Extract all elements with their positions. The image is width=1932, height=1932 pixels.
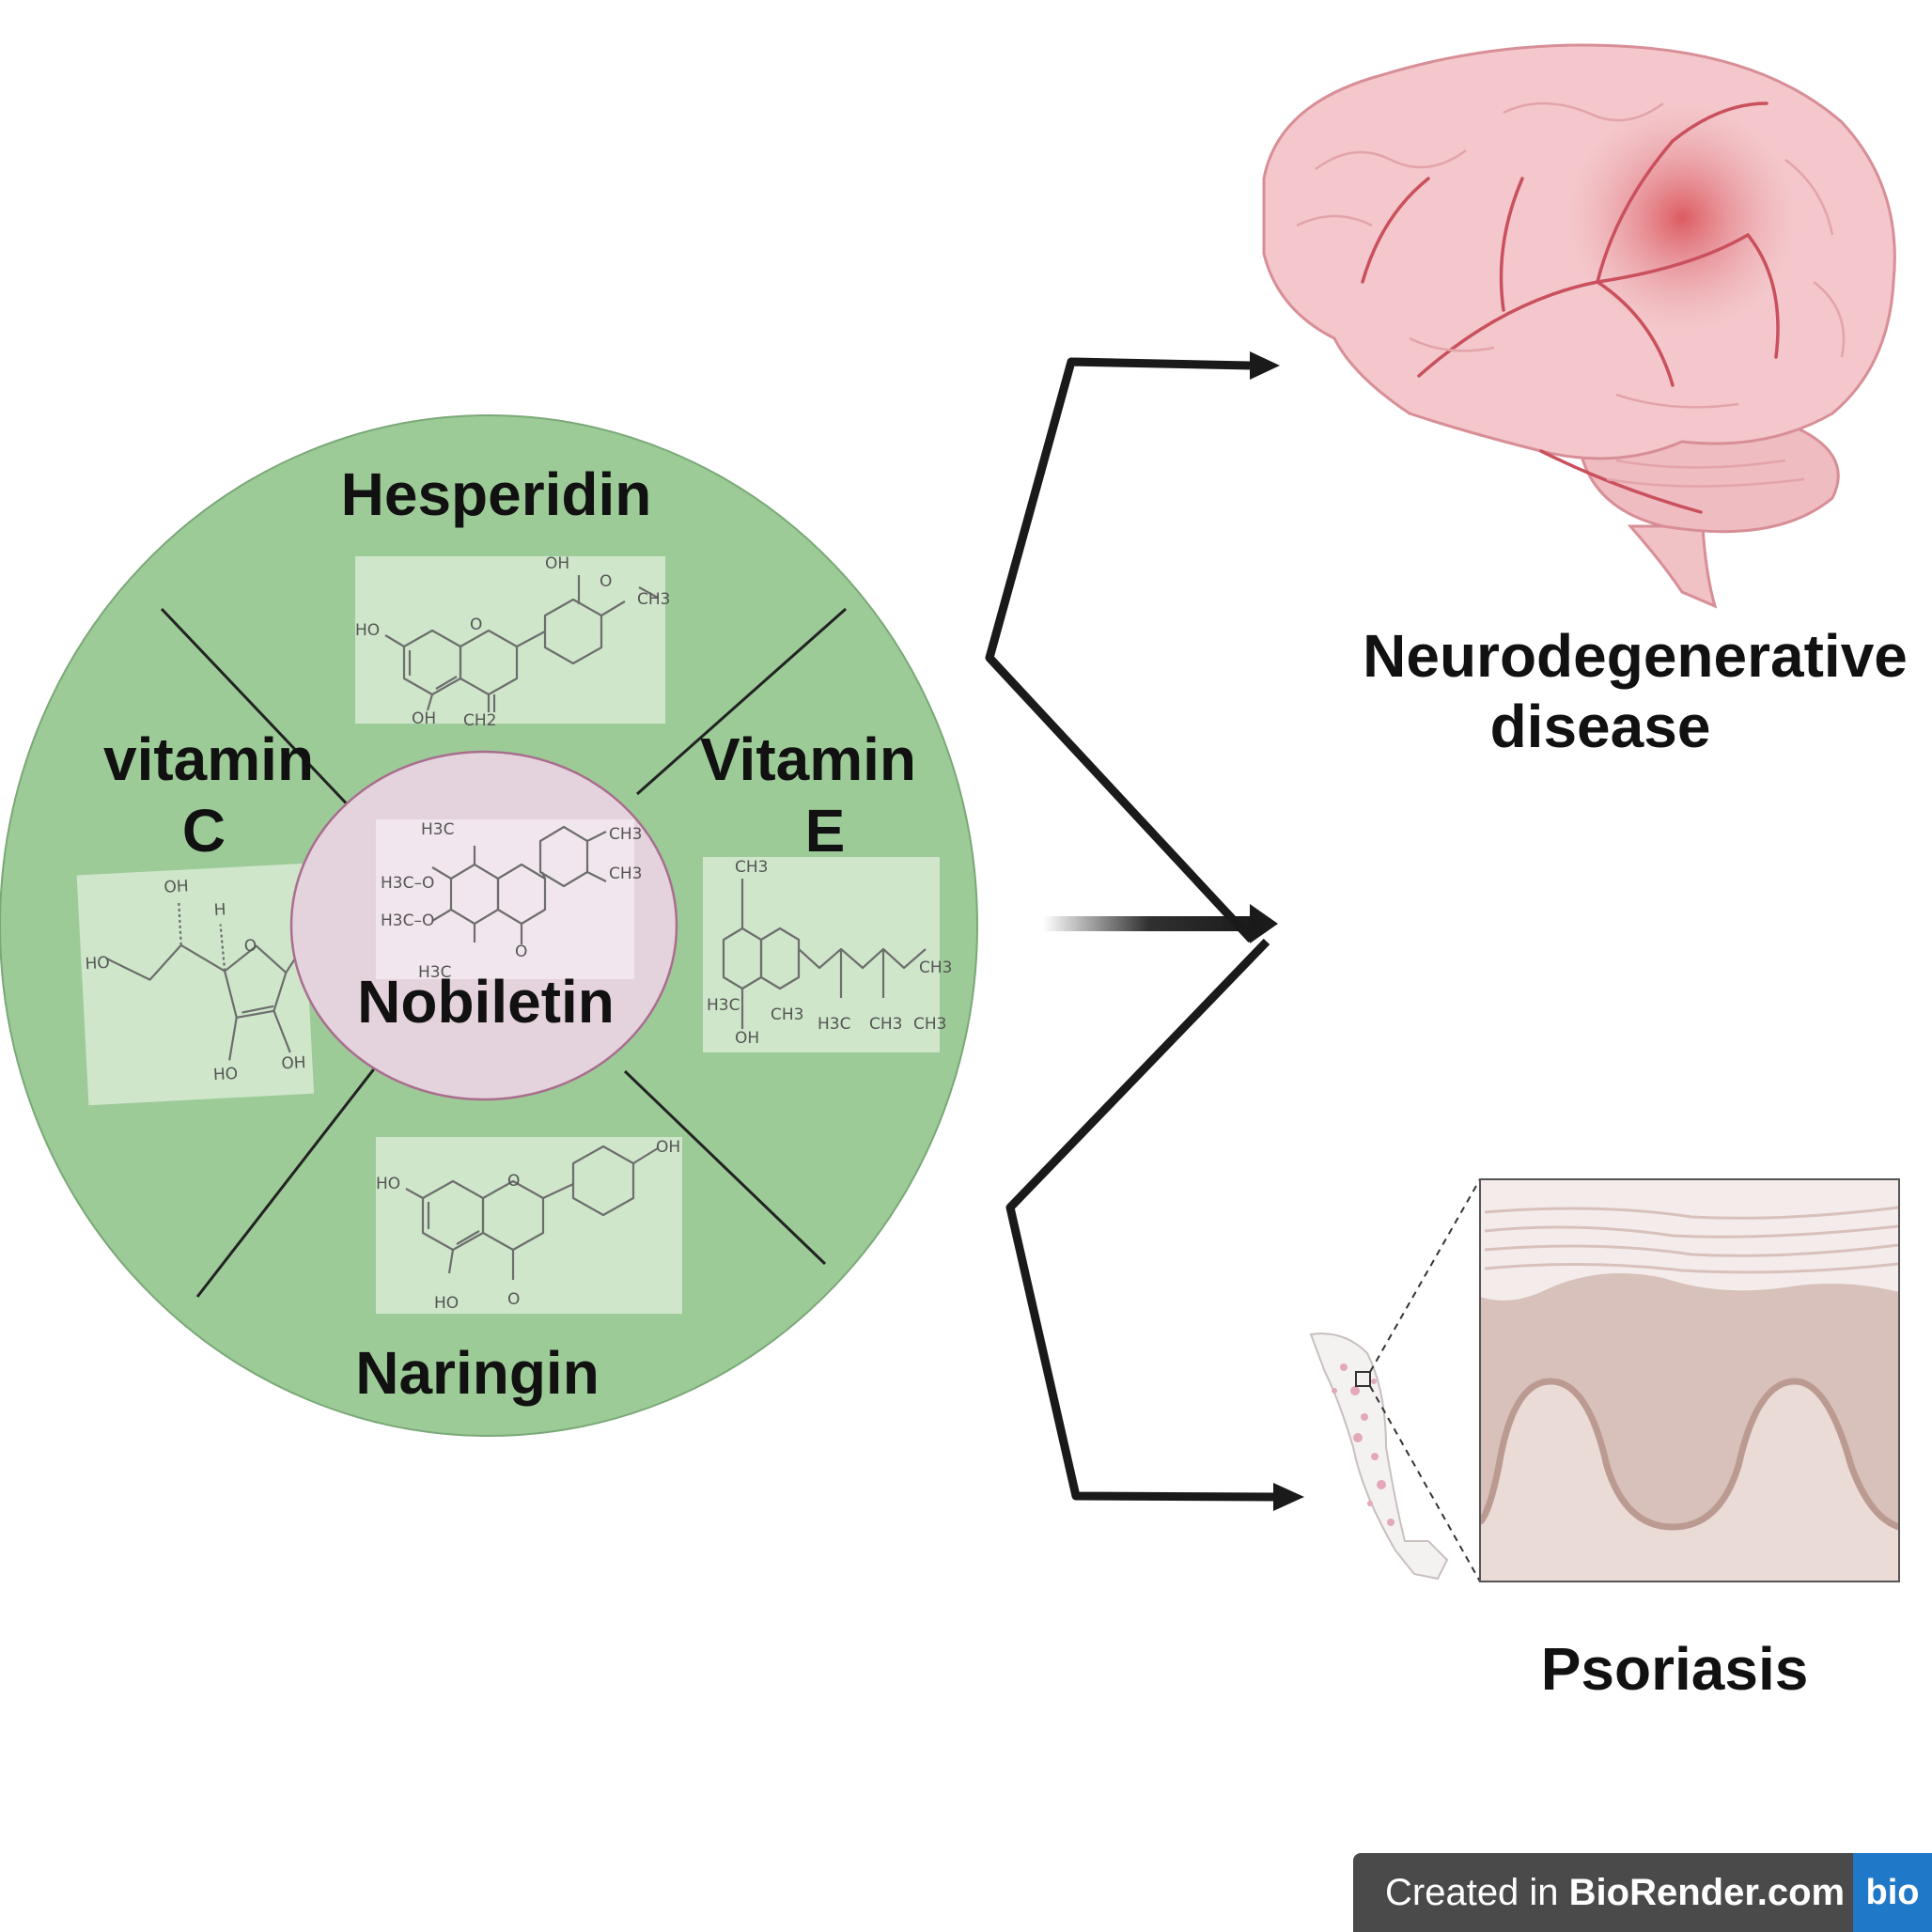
vite-h3c: H3C: [707, 996, 740, 1015]
vite-ch3-c: CH3: [913, 1015, 946, 1034]
arrow-to-neuro: [985, 357, 1255, 943]
naringin-o-keto: O: [507, 1290, 520, 1309]
skin-frame: [1479, 1178, 1900, 1582]
hesperidin-o-methoxy: O: [600, 572, 612, 591]
naringin-oh-right: OH: [656, 1138, 680, 1157]
biorender-watermark: Created in BioRender.com bio: [1353, 1853, 1932, 1932]
hesperidin-o-ring: O: [470, 615, 482, 634]
nob-o-keto: O: [515, 943, 527, 961]
watermark-text: Created in BioRender.com: [1353, 1872, 1845, 1914]
label-nobiletin: Nobiletin: [357, 968, 615, 1036]
label-neuro-line2: disease: [1490, 693, 1711, 760]
arm-lesions: [1332, 1363, 1394, 1526]
vitc-ho-left: HO: [85, 954, 110, 974]
brainstem: [1627, 524, 1718, 609]
zoom-line-top: [1369, 1178, 1481, 1373]
nob-h3c-o-1: H3C–O: [381, 874, 434, 893]
compound-wheel: HO OH OH O O CH3 CH2 HO OH H O O HO: [0, 414, 978, 1437]
arrow-head-psoriasis: [1273, 1483, 1304, 1511]
divider-upper-right: [636, 607, 847, 796]
label-hesperidin: Hesperidin: [341, 460, 652, 528]
label-naringin: Naringin: [355, 1339, 600, 1407]
skin-cross-section: [1480, 1179, 1899, 1581]
psoriasis-illustration: [1309, 1178, 1900, 1582]
hesperidin-structure: HO OH OH O O CH3 CH2: [355, 554, 670, 730]
vite-ch3-top: CH3: [735, 858, 768, 877]
vitc-oh-bottom: OH: [281, 1053, 306, 1073]
epidermis: [1480, 1273, 1899, 1527]
naringin-structure: HO HO OH O O: [376, 1137, 682, 1314]
nob-ch3-2: CH3: [609, 865, 642, 883]
stratum-corneum: [1480, 1179, 1899, 1301]
scale-lines: [1484, 1206, 1899, 1274]
brain-illustration: [1262, 43, 1896, 609]
divider-upper-left: [160, 607, 357, 815]
watermark-brand: BioRender.com: [1568, 1871, 1846, 1913]
brain-lesion: [1569, 105, 1795, 331]
nob-ch3-1: CH3: [609, 825, 642, 844]
arm: [1309, 1332, 1449, 1581]
vitc-o-ring: O: [243, 937, 257, 957]
watermark-prefix: Created in: [1385, 1871, 1569, 1913]
nob-h3c-bottom: H3C: [418, 963, 451, 982]
zoom-marker: [1355, 1371, 1371, 1387]
vite-oh-bottom: OH: [735, 1029, 759, 1048]
label-vitamin-e-line2: E: [805, 797, 846, 865]
dermis: [1480, 1391, 1899, 1581]
vitc-h: H: [213, 900, 226, 920]
vitamin-c-structure: HO OH H O O HO OH: [76, 863, 315, 1106]
label-vitamin-c-line1: vitamin: [103, 725, 314, 793]
hesperidin-ho-label: HO: [355, 621, 380, 640]
nob-h3c-top: H3C: [421, 820, 454, 839]
biorender-logo-icon: bio: [1853, 1853, 1932, 1932]
brain-vessels: [1361, 101, 1780, 514]
arrow-head-center: [1250, 904, 1278, 943]
label-vitamin-c-line2: C: [182, 797, 226, 865]
hesperidin-oh-label: OH: [412, 709, 436, 728]
vitc-oh-top: OH: [164, 877, 189, 896]
vite-ch3-end: CH3: [919, 958, 952, 977]
naringin-ho-left: HO: [376, 1175, 400, 1193]
arrows: [985, 351, 1304, 1511]
vite-ch3-a: CH3: [771, 1005, 803, 1024]
brain-gyri: [1296, 101, 1846, 488]
zoom-line-bottom: [1369, 1385, 1481, 1582]
basal-layer: [1480, 1378, 1899, 1531]
vitc-ho-bottom: HO: [212, 1065, 238, 1084]
arrow-center-shaft: [1043, 916, 1254, 931]
naringin-o-ring: O: [507, 1172, 520, 1191]
hesperidin-ch3: CH3: [637, 590, 670, 609]
nobiletin-structure: H3C H3C–O H3C–O H3C O CH3 CH3: [376, 819, 642, 982]
nob-h3c-o-2: H3C–O: [381, 911, 434, 930]
arrow-to-psoriasis: [1005, 938, 1274, 1502]
vite-h3c-b: H3C: [818, 1015, 850, 1034]
label-neuro-line1: Neurodegenerative: [1363, 622, 1908, 690]
divider-lower-left: [195, 1066, 378, 1298]
hesperidin-oh-top: OH: [545, 554, 569, 573]
arrow-head-neuro: [1250, 351, 1280, 380]
vite-ch3-b: CH3: [869, 1015, 902, 1034]
label-psoriasis: Psoriasis: [1541, 1635, 1809, 1703]
hesperidin-ch2: CH2: [463, 711, 496, 730]
divider-lower-right: [623, 1069, 827, 1266]
vitamin-e-structure: CH3 OH H3C CH3 H3C CH3 CH3 CH3: [703, 857, 952, 1052]
naringin-ho-bottom: HO: [434, 1294, 459, 1313]
label-vitamin-e-line1: Vitamin: [700, 725, 916, 793]
